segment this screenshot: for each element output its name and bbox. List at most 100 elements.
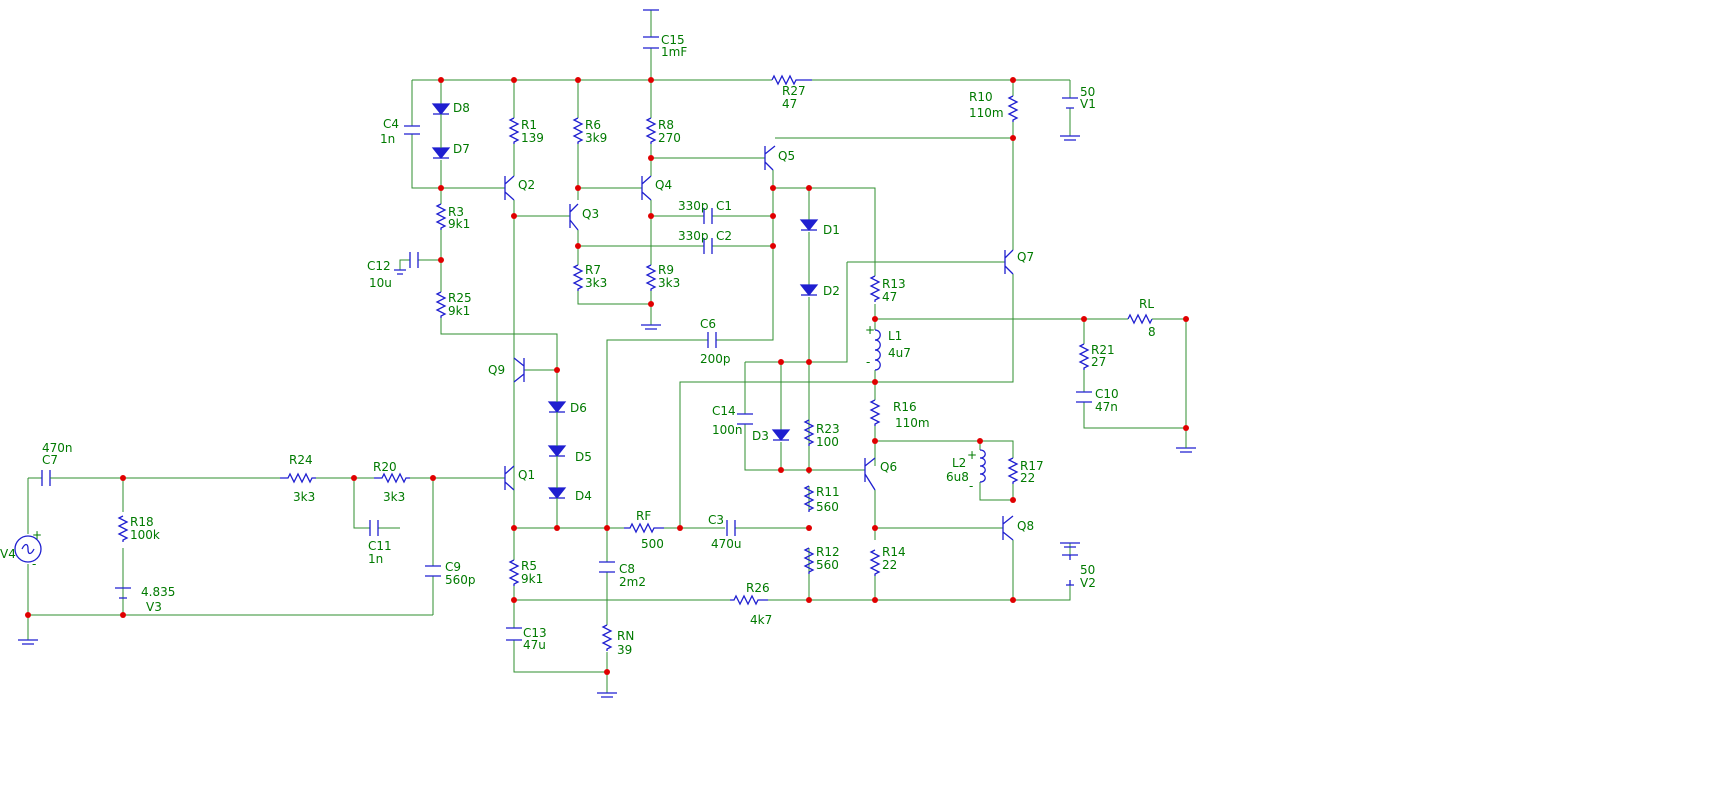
label-c8-value: 2m2 bbox=[619, 575, 646, 589]
diode-d4 bbox=[547, 487, 567, 499]
label-d6-ref: D6 bbox=[570, 401, 587, 415]
label-r10-ref: R10 bbox=[969, 90, 993, 104]
junctions bbox=[25, 77, 1189, 675]
label-r20-value: 3k3 bbox=[383, 490, 405, 504]
label-rn-ref: RN bbox=[617, 629, 634, 643]
label-q7-ref: Q7 bbox=[1017, 250, 1034, 264]
capacitor-c13 bbox=[506, 627, 522, 641]
label-l1-minus: - bbox=[866, 355, 870, 369]
label-c15-ref: C15 bbox=[661, 33, 685, 47]
capacitor-c2 bbox=[703, 238, 713, 254]
label-r11-value: 560 bbox=[816, 500, 839, 514]
label-c4-value: 1n bbox=[380, 132, 395, 146]
label-rl-value: 8 bbox=[1148, 325, 1156, 339]
label-v2-ref: V2 bbox=[1080, 576, 1096, 590]
label-c2-value: 330p bbox=[678, 229, 709, 243]
capacitor-c6 bbox=[707, 332, 717, 348]
label-c7-value: 470n bbox=[42, 441, 73, 455]
transistor-q7 bbox=[1004, 249, 1014, 275]
battery-v3 bbox=[115, 587, 131, 599]
label-r10-value: 110m bbox=[969, 106, 1004, 120]
battery-v2 bbox=[1062, 554, 1078, 586]
label-v2-value: 50 bbox=[1080, 563, 1095, 577]
transistor-q2 bbox=[504, 175, 515, 201]
label-r27-ref: R27 bbox=[782, 84, 806, 98]
label-d4-ref: D4 bbox=[575, 489, 592, 503]
label-r21-value: 27 bbox=[1091, 355, 1106, 369]
label-r25-ref: R25 bbox=[448, 291, 472, 305]
label-c1-value: 330p bbox=[678, 199, 709, 213]
label-c8-ref: C8 bbox=[619, 562, 635, 576]
diode-d6 bbox=[547, 401, 567, 413]
label-c10-ref: C10 bbox=[1095, 387, 1119, 401]
resistor-r27 bbox=[771, 74, 812, 86]
label-v4-ref: V4 bbox=[0, 547, 16, 561]
label-r13-ref: R13 bbox=[882, 277, 906, 291]
label-r7-value: 3k3 bbox=[585, 276, 607, 290]
label-r24-ref: R24 bbox=[289, 453, 313, 467]
label-c2-ref: C2 bbox=[716, 229, 732, 243]
label-r14-value: 22 bbox=[882, 558, 897, 572]
label-d3-ref: D3 bbox=[752, 429, 769, 443]
label-c13-value: 47u bbox=[523, 638, 546, 652]
label-q1-ref: Q1 bbox=[518, 468, 535, 482]
resistor-r25 bbox=[435, 291, 447, 318]
resistor-r16 bbox=[869, 399, 881, 426]
label-q3-ref: Q3 bbox=[582, 207, 599, 221]
label-q6-ref: Q6 bbox=[880, 460, 897, 474]
battery-v1 bbox=[1062, 97, 1078, 109]
label-l2-minus: - bbox=[969, 479, 973, 493]
label-c9-ref: C9 bbox=[445, 560, 461, 574]
label-l2-value: 6u8 bbox=[946, 470, 969, 484]
label-r8-ref: R8 bbox=[658, 118, 674, 132]
resistor-r26 bbox=[730, 594, 768, 606]
source-v4 bbox=[14, 535, 42, 563]
diode-d1 bbox=[799, 219, 819, 231]
label-r12-ref: R12 bbox=[816, 545, 840, 559]
inductor-l2 bbox=[979, 449, 986, 483]
label-d1-ref: D1 bbox=[823, 223, 840, 237]
inductor-l1 bbox=[874, 329, 881, 371]
resistor-r24 bbox=[280, 472, 316, 484]
label-c13-ref: C13 bbox=[523, 626, 547, 640]
label-v4-minus: - bbox=[32, 557, 36, 571]
label-r14-ref: R14 bbox=[882, 545, 906, 559]
transistors bbox=[504, 145, 1014, 541]
label-c4-ref: C4 bbox=[383, 117, 399, 131]
label-c10-value: 47n bbox=[1095, 400, 1118, 414]
label-r26-ref: R26 bbox=[746, 581, 770, 595]
diodes bbox=[431, 103, 819, 528]
label-r21-ref: R21 bbox=[1091, 343, 1115, 357]
label-rl-ref: RL bbox=[1139, 297, 1154, 311]
resistor-r7 bbox=[572, 264, 584, 291]
label-r24-value: 3k3 bbox=[293, 490, 315, 504]
label-l1-plus: + bbox=[865, 323, 875, 337]
label-r23-ref: R23 bbox=[816, 422, 840, 436]
capacitor-c11 bbox=[369, 520, 379, 536]
transistor-q4 bbox=[641, 175, 652, 201]
label-l2-ref: L2 bbox=[952, 456, 966, 470]
resistor-r6 bbox=[572, 117, 584, 144]
transistor-q5 bbox=[764, 145, 776, 171]
label-c14-ref: C14 bbox=[712, 404, 736, 418]
label-v1-ref: V1 bbox=[1080, 97, 1096, 111]
label-c1-ref: C1 bbox=[716, 199, 732, 213]
resistors bbox=[117, 74, 1153, 651]
transistor-q8 bbox=[1002, 515, 1014, 541]
label-c9-value: 560p bbox=[445, 573, 476, 587]
label-q9-ref: Q9 bbox=[488, 363, 505, 377]
resistor-rf bbox=[624, 522, 664, 534]
diode-d8 bbox=[431, 103, 451, 115]
transistor-q9 bbox=[513, 357, 525, 383]
label-r9-ref: R9 bbox=[658, 263, 674, 277]
resistor-r12 bbox=[803, 547, 815, 574]
label-c12-value: 10u bbox=[369, 276, 392, 290]
diode-d2 bbox=[799, 284, 819, 296]
capacitors bbox=[41, 36, 1092, 641]
label-c7-ref: C7 bbox=[42, 453, 58, 467]
label-rf-ref: RF bbox=[636, 509, 651, 523]
label-v4-plus: + bbox=[32, 528, 42, 542]
label-d7-ref: D7 bbox=[453, 142, 470, 156]
label-r1-ref: R1 bbox=[521, 118, 537, 132]
